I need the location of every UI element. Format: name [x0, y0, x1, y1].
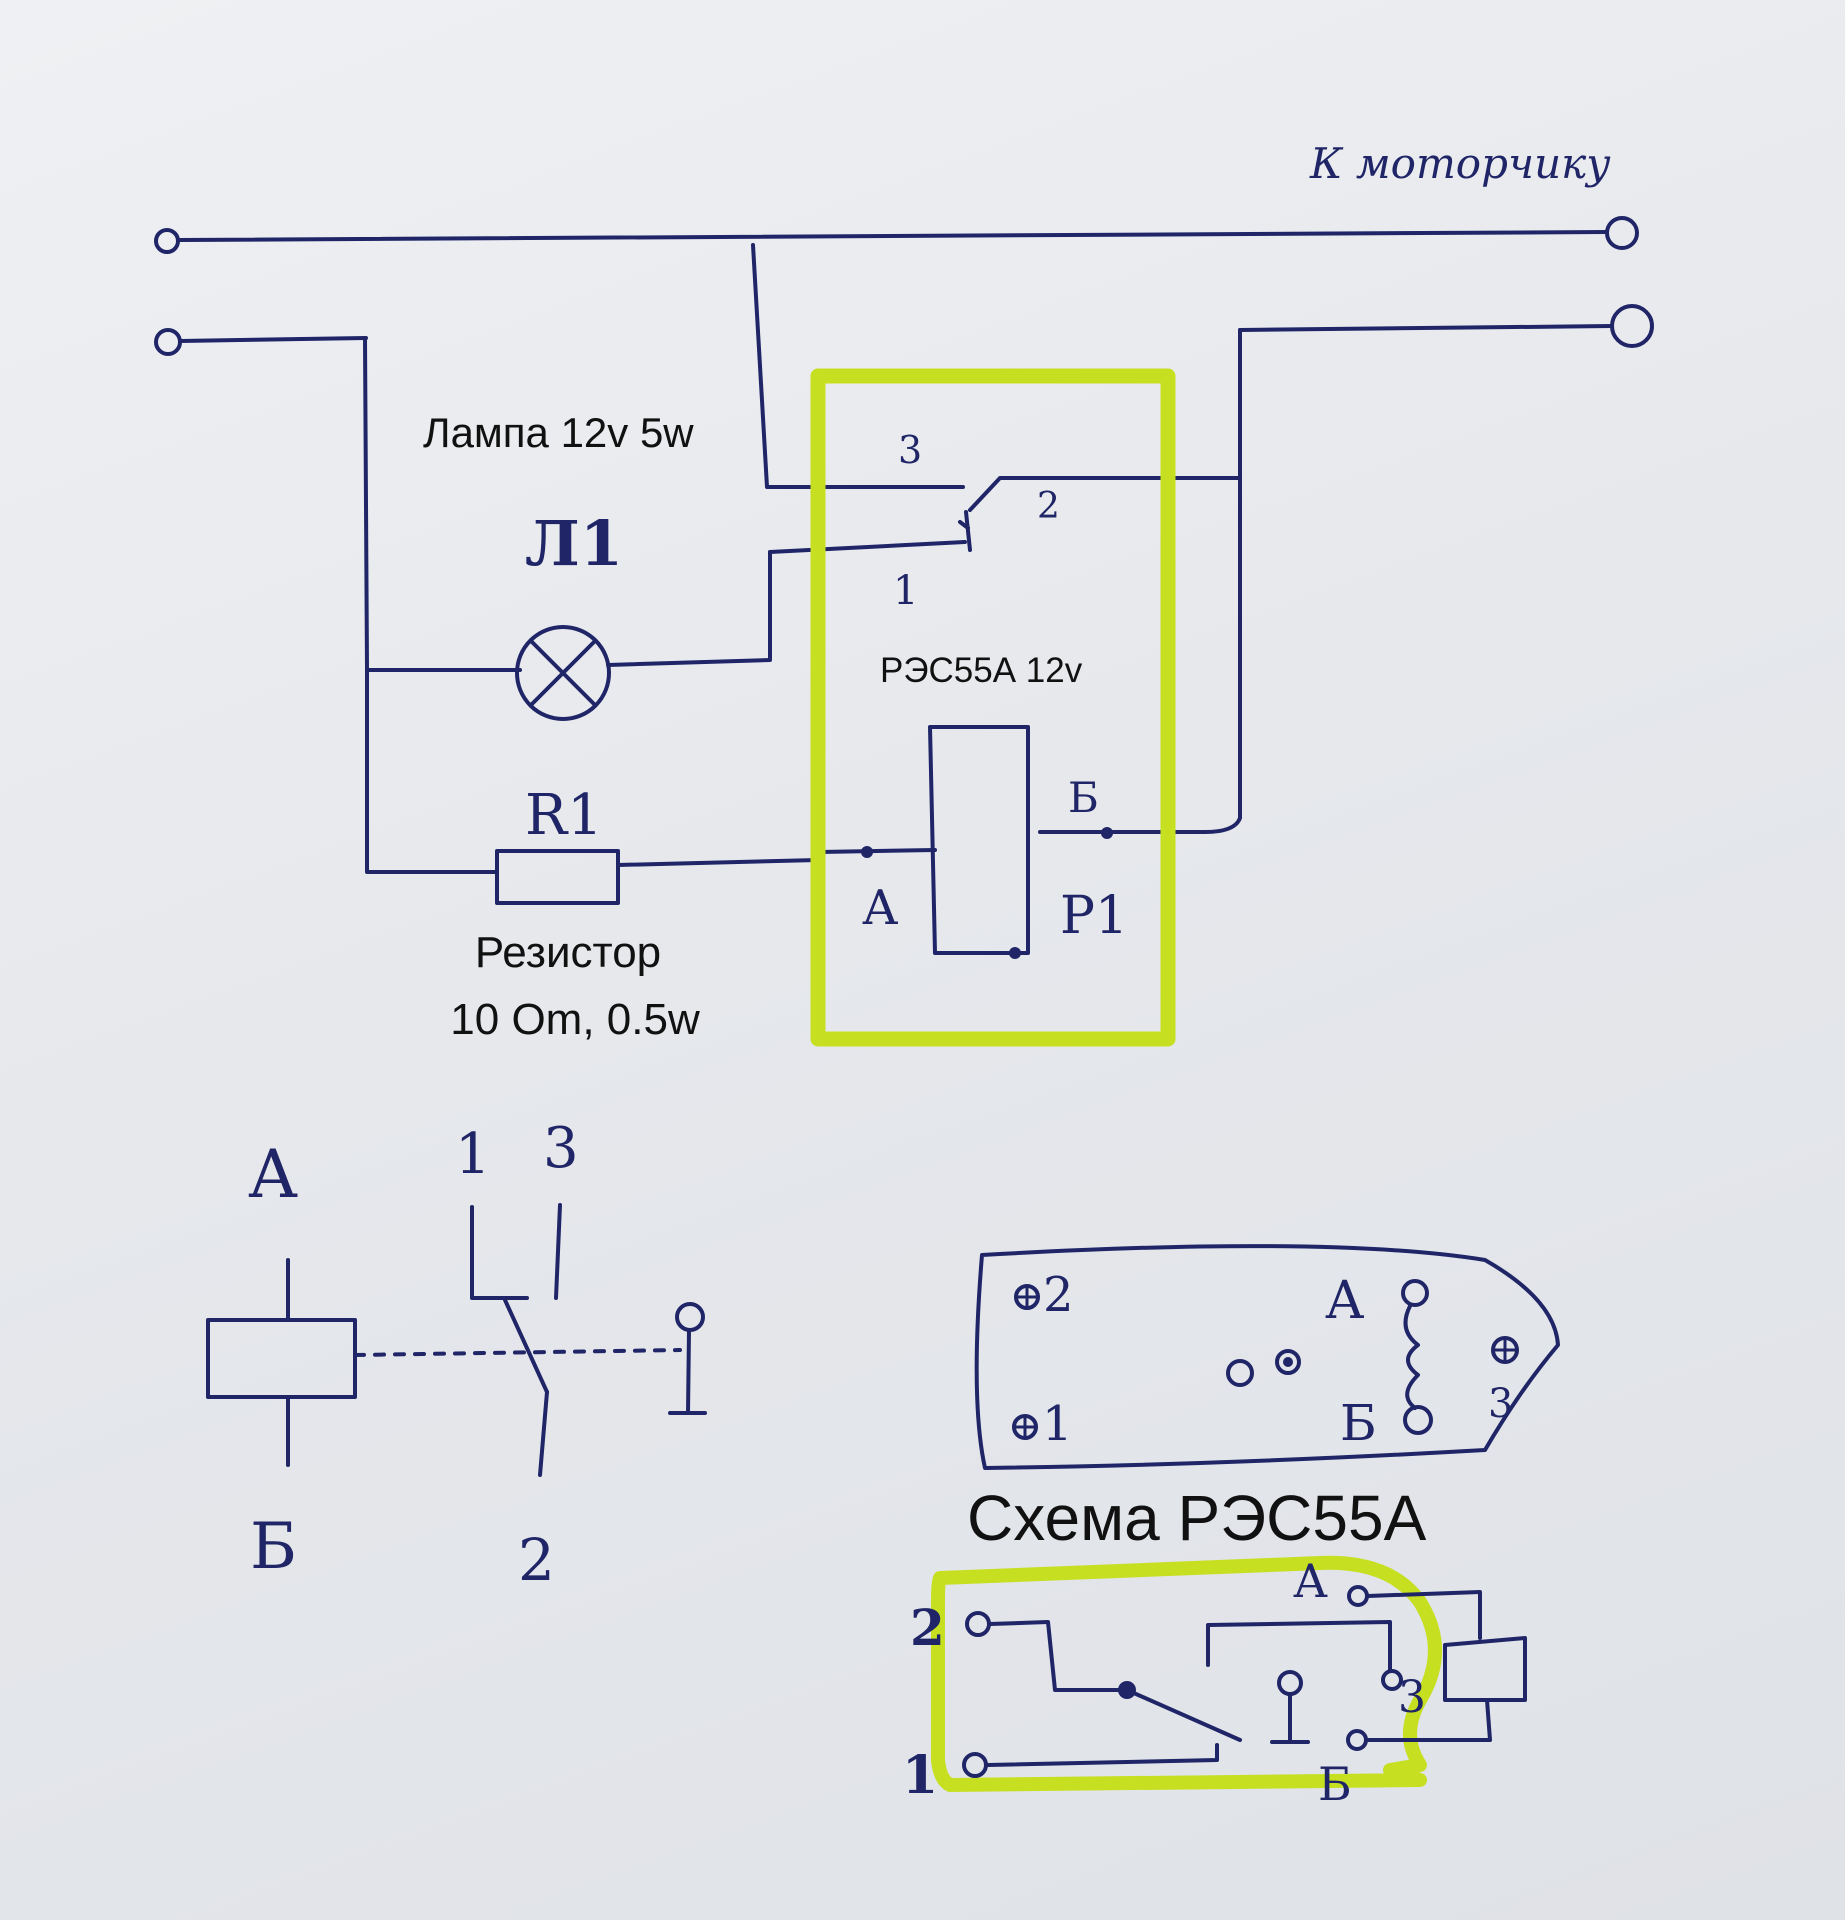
relay-coil	[818, 725, 1157, 959]
pinout-1-label: 1	[902, 1745, 938, 1806]
lamp-ref: Л1	[525, 507, 623, 580]
package-pin-A-label: А	[1325, 1271, 1364, 1331]
pinout-highlight-outline	[931, 1555, 1442, 1792]
switch-symbol-lower	[353, 1203, 707, 1477]
top-wiring	[154, 216, 1654, 874]
relay-contacts	[606, 485, 972, 667]
pinout-3-label: 3	[1398, 1672, 1426, 1723]
lower-switch-3-label: 3	[543, 1116, 579, 1181]
package-pin-1-label: 1	[1042, 1396, 1073, 1452]
relay-highlight-box	[810, 368, 1176, 1047]
pinout-title: Схема РЭС55А	[967, 1482, 1427, 1554]
pinout-B-label: Б	[1318, 1757, 1352, 1811]
motor-label: К моторчику	[1309, 139, 1611, 188]
package-pin-3-label: 3	[1488, 1381, 1513, 1427]
relay-package	[974, 1244, 1560, 1470]
lower-switch-2-label: 2	[518, 1526, 555, 1594]
lower-coil-B-label: Б	[250, 1510, 297, 1584]
lower-coil-A-label: А	[248, 1136, 298, 1213]
relay-pin-B-label: Б	[1068, 773, 1099, 822]
resistor-caption-line1: Резистор	[475, 928, 661, 977]
package-pin-2-label: 2	[1043, 1267, 1074, 1323]
pinout-schematic	[962, 1585, 1527, 1778]
relay-caption: РЭС55А 12v	[880, 651, 1083, 690]
relay-ref: Р1	[1060, 886, 1128, 946]
resistor-caption-line2: 10 Om, 0.5w	[450, 995, 700, 1044]
relay-pin-3-label: 3	[898, 428, 922, 472]
lamp-symbol	[515, 625, 611, 721]
pinout-A-label: А	[1293, 1554, 1328, 1608]
lamp-caption: Лампа 12v 5w	[423, 409, 694, 456]
lower-switch-1-label: 1	[455, 1122, 491, 1187]
relay-pin-2-label: 2	[1037, 486, 1060, 527]
pinout-2-label: 2	[910, 1598, 945, 1657]
relay-pin-A-label: А	[862, 880, 898, 936]
relay-pin-1-label: 1	[893, 568, 918, 614]
package-pin-B-label: Б	[1340, 1394, 1377, 1452]
coil-symbol-lower	[206, 1258, 357, 1467]
resistor-ref: R1	[525, 783, 603, 848]
resistor-symbol	[495, 849, 820, 905]
